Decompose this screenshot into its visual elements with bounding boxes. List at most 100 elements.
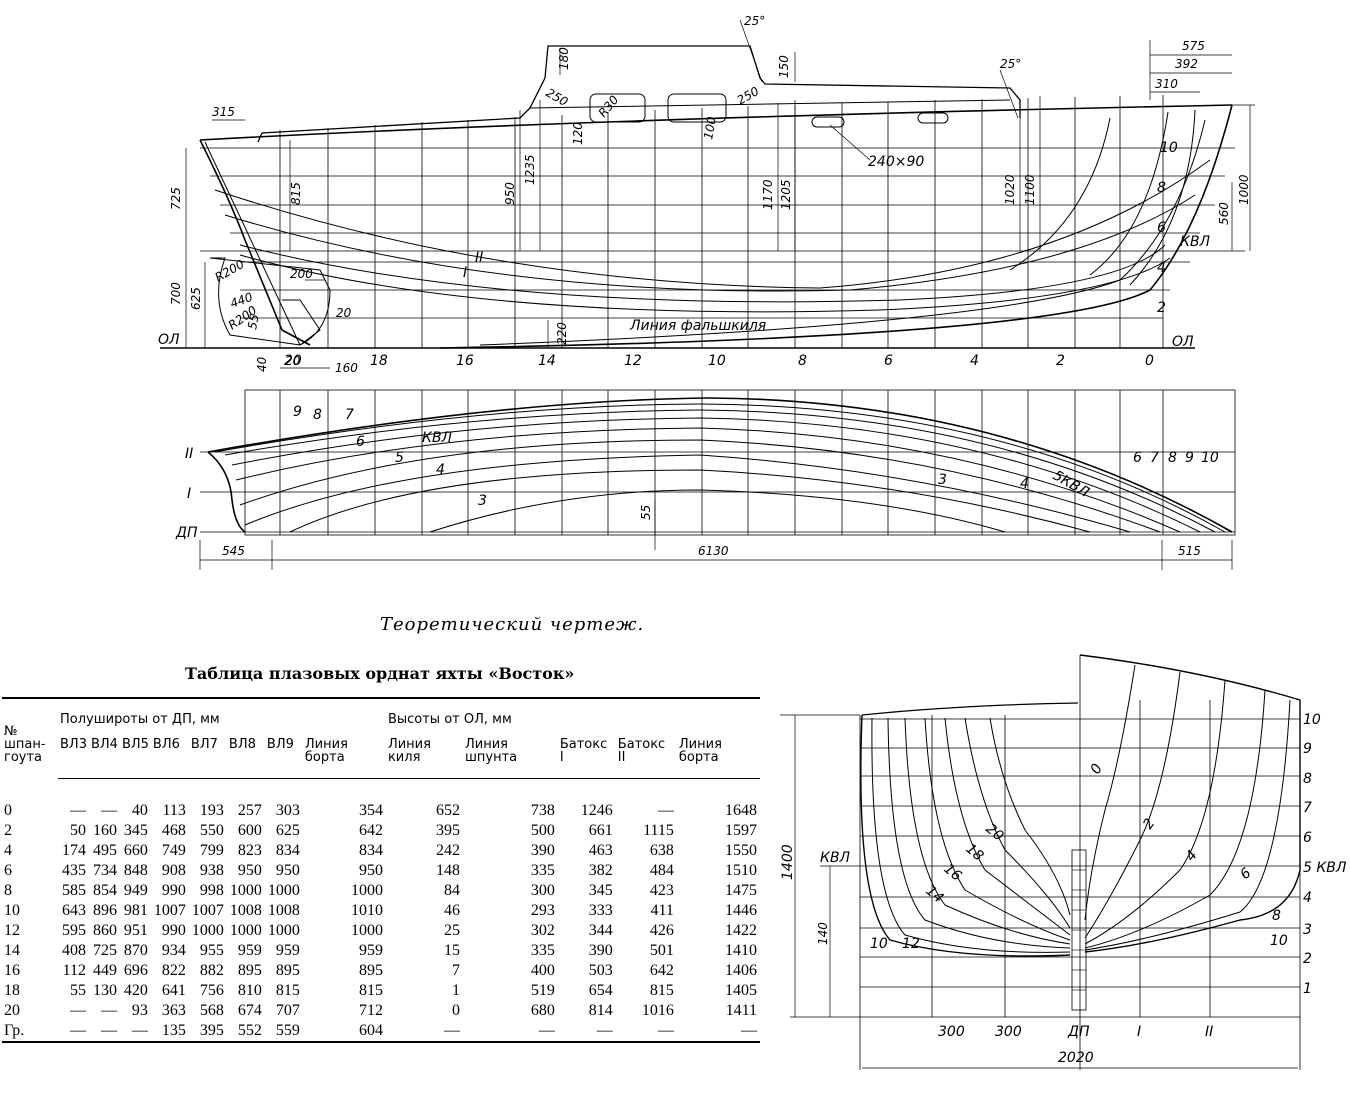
station-label: 0 bbox=[1145, 353, 1154, 369]
table-cell: 949 bbox=[123, 882, 148, 899]
table-cell: 810 bbox=[237, 982, 262, 999]
dim-label: 100 bbox=[701, 115, 719, 140]
table-cell: — bbox=[100, 1002, 117, 1019]
dim-label: 1000 bbox=[1237, 174, 1251, 205]
table-cell: 725 bbox=[92, 942, 117, 959]
table-cell: 426 bbox=[649, 922, 674, 939]
column-header: ВЛ7 bbox=[188, 728, 227, 779]
table-cell: 1550 bbox=[725, 842, 757, 859]
dim-label: 150 bbox=[777, 55, 791, 78]
drawing-caption: Теоретический чертеж. bbox=[380, 614, 645, 635]
dim-label: 1020 bbox=[1003, 174, 1017, 205]
waterline-label: 10 bbox=[1160, 140, 1178, 156]
table-cell: 2 bbox=[4, 822, 12, 839]
table-cell: 6 bbox=[4, 862, 12, 879]
table-cell: 625 bbox=[275, 822, 300, 839]
dim-label: 625 bbox=[189, 287, 203, 310]
table-cell: 550 bbox=[199, 822, 224, 839]
profile-view bbox=[160, 19, 1255, 369]
table-cell: 46 bbox=[443, 902, 460, 919]
table-cell: 707 bbox=[275, 1002, 300, 1019]
table-cell: 50 bbox=[69, 822, 86, 839]
table-cell: 449 bbox=[92, 962, 117, 979]
body-wl-label: 5 КВЛ bbox=[1303, 860, 1347, 876]
plan-line-label: 8 bbox=[1168, 450, 1177, 466]
table-cell: 14 bbox=[4, 942, 20, 959]
body-dim-label: 2020 bbox=[1058, 1050, 1094, 1066]
table-cell: 519 bbox=[530, 982, 555, 999]
table-cell: 333 bbox=[588, 902, 613, 919]
table-cell: 882 bbox=[199, 962, 224, 979]
table-cell: — bbox=[538, 1022, 555, 1039]
table-cell: 15 bbox=[443, 942, 460, 959]
table-cell: 354 bbox=[358, 802, 383, 819]
dim-label: 40 bbox=[255, 356, 269, 372]
table-cell: 1115 bbox=[643, 822, 674, 839]
body-wl-label: 10 bbox=[1303, 712, 1321, 728]
table-cell: 990 bbox=[161, 922, 186, 939]
table-cell: 990 bbox=[161, 882, 186, 899]
table-cell: 712 bbox=[358, 1002, 383, 1019]
table-cell: 484 bbox=[649, 862, 674, 879]
table-cell: — bbox=[69, 1002, 86, 1019]
table-cell: 642 bbox=[358, 822, 383, 839]
table-cell: 148 bbox=[435, 862, 460, 879]
station-label: 2 bbox=[1056, 353, 1065, 369]
dim-label: 392 bbox=[1175, 57, 1198, 71]
body-bottom-label: I bbox=[1137, 1024, 1141, 1040]
dim-label: 25° bbox=[1000, 57, 1021, 71]
table-cell: 1246 bbox=[580, 802, 613, 819]
table-cell: 363 bbox=[161, 1002, 186, 1019]
station-label: 12 bbox=[624, 353, 642, 369]
table-cell: 896 bbox=[92, 902, 117, 919]
table-cell: 40 bbox=[131, 802, 148, 819]
table-cell: 55 bbox=[69, 982, 86, 999]
body-wl-label: 2 bbox=[1303, 951, 1312, 967]
table-cell: 938 bbox=[199, 862, 224, 879]
column-header: Линия киля bbox=[385, 728, 463, 779]
buttock-label: II bbox=[475, 250, 483, 266]
table-cell: 112 bbox=[62, 962, 86, 979]
plan-ref-label: I bbox=[187, 486, 191, 502]
table-cell: 1016 bbox=[641, 1002, 674, 1019]
table-cell: 408 bbox=[61, 942, 86, 959]
dim-label: 560 bbox=[1217, 202, 1231, 225]
table-cell: 959 bbox=[358, 942, 383, 959]
table-cell: 848 bbox=[123, 862, 148, 879]
dim-label: 1100 bbox=[1023, 174, 1037, 205]
table-cell: 1406 bbox=[725, 962, 757, 979]
table-cell: 0 bbox=[4, 801, 12, 819]
body-aft-frame: 14 bbox=[922, 883, 946, 907]
waterline-label: 4 bbox=[1157, 260, 1166, 276]
table-cell: 934 bbox=[161, 942, 186, 959]
dim-label: 160 bbox=[335, 361, 358, 375]
body-dim-label: 140 bbox=[816, 922, 830, 945]
column-header: Линия борта bbox=[676, 728, 760, 779]
table-cell: 998 bbox=[199, 882, 224, 899]
table-cell: 390 bbox=[530, 842, 555, 859]
plan-dim-label: 6130 bbox=[698, 544, 729, 558]
plan-ref-label: ДП bbox=[175, 525, 198, 541]
dim-label: 575 bbox=[1182, 39, 1205, 53]
table-cell: 1405 bbox=[725, 982, 757, 999]
table-cell: 642 bbox=[649, 962, 674, 979]
plan-line-label: 9 bbox=[293, 404, 302, 420]
table-cell: 1475 bbox=[725, 882, 757, 899]
column-header: Линия борта bbox=[302, 728, 386, 779]
table-cell: 345 bbox=[123, 822, 148, 839]
table-cell: — bbox=[596, 1022, 613, 1039]
plan-line-label: 6 bbox=[356, 434, 365, 450]
body-plan-view bbox=[780, 654, 1301, 1070]
table-cell: 814 bbox=[588, 1002, 613, 1019]
table-cell: 1008 bbox=[229, 902, 262, 919]
table-cell: 468 bbox=[161, 822, 186, 839]
column-header: ВЛ5 bbox=[119, 728, 151, 779]
table-cell: 834 bbox=[358, 842, 383, 859]
table-cell: 1000 bbox=[191, 922, 224, 939]
table-cell: — bbox=[657, 1022, 674, 1039]
table-cell: 1597 bbox=[725, 822, 757, 839]
dim-label: 700 bbox=[169, 282, 183, 305]
table-cell: 552 bbox=[237, 1022, 262, 1039]
